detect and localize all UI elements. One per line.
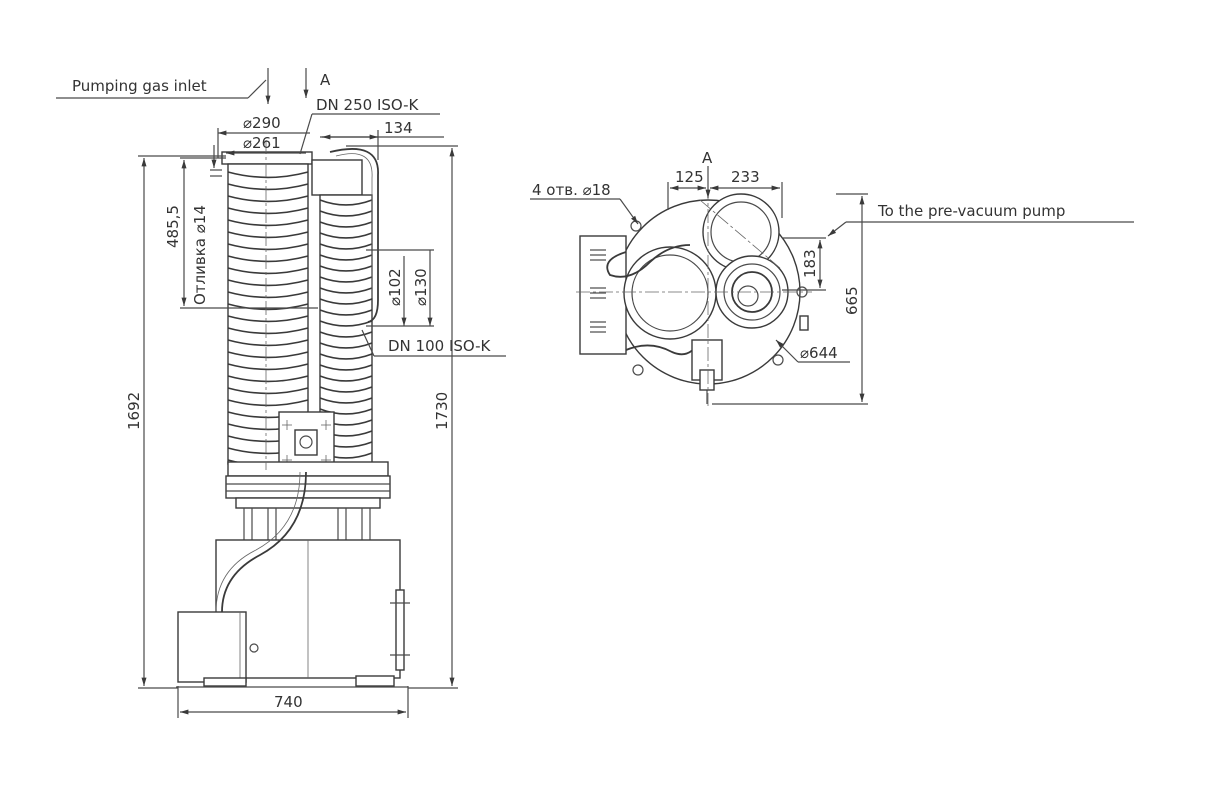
coil-turn [227,219,309,227]
main-column [221,151,313,467]
coil-turn [227,195,309,203]
coil-turn [319,320,373,327]
coil-turn [319,331,373,338]
coil-turn [227,231,309,239]
coil-turn [319,276,373,283]
coil-turn [227,375,309,383]
dim233-label: 233 [731,168,760,186]
dim740-label: 740 [274,693,303,711]
coil-turn [227,303,309,311]
dim134-label: 134 [384,119,413,137]
pumping-gas-inlet-label: Pumping gas inlet [72,77,207,95]
dim183-label: 183 [801,249,819,278]
coil-turn [227,255,309,263]
coil-turn [319,342,373,349]
holes-label: 4 отв. ⌀18 [532,181,611,199]
coil-turn [227,279,309,287]
cooling-flange [225,461,391,509]
coil-turn [227,315,309,323]
coil-turn [319,386,373,393]
coil-turn [319,254,373,261]
d102-label: ⌀102 [386,268,404,306]
d261-label: ⌀261 [243,134,281,152]
coil-turn [319,408,373,415]
coil-turn [227,327,309,335]
coil-turn [227,171,309,179]
coil-turn [227,183,309,191]
d644-label: ⌀644 [800,344,838,362]
coil-turn [319,243,373,250]
coil-turn [319,309,373,316]
coil-turn [227,351,309,359]
coil-turn [319,353,373,360]
vent-slots [590,249,606,333]
d290-label: ⌀290 [243,114,281,132]
dim665-label: 665 [843,286,861,315]
dn250-label: DN 250 ISO-K [316,96,420,114]
otlivka-label: Отливка ⌀14 [191,205,209,305]
side-view: Pumping gas inlet A DN 250 ISO-K ⌀290 ⌀2… [56,68,506,718]
coil-turn [319,221,373,228]
dim1692-label: 1692 [125,392,143,430]
dim4855-label: 485,5 [164,205,182,248]
coil-turn [319,199,373,206]
coil-turn [227,267,309,275]
coil-turn [227,399,309,407]
coil-turn [227,363,309,371]
pumping-gas-inlet-callout: Pumping gas inlet A [56,68,331,104]
view-a-plan-label: A [702,149,713,167]
view-a-arrow-label: A [320,71,331,89]
coil-turn [227,207,309,215]
coil-turn [227,243,309,251]
control-box [177,611,259,687]
dim125-label: 125 [675,168,704,186]
coil-turn [319,397,373,404]
support-rods [243,508,371,540]
coil-turn [319,232,373,239]
dim1730-label: 1730 [433,392,451,430]
prevac-label: To the pre-vacuum pump [877,202,1065,220]
coil-turn [319,375,373,382]
coil-turn [227,339,309,347]
coil-turn [227,291,309,299]
d130-label: ⌀130 [412,268,430,306]
coil-turn [319,210,373,217]
heater-cable [221,471,307,613]
coil-turn [319,364,373,371]
coil-turn [227,387,309,395]
dn100-label: DN 100 ISO-K [388,337,492,355]
coil-turn [319,298,373,305]
coil-turn [319,287,373,294]
coil-turn [319,265,373,272]
plan-view: A 125 233 4 отв. ⌀18 To the pre-vacuum p… [530,149,1134,406]
